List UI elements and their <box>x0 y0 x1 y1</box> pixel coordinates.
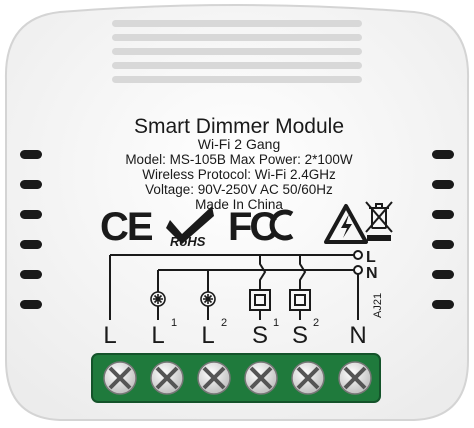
screw-icon <box>197 361 231 395</box>
rohs-text: RoHS <box>170 234 206 249</box>
switch-icon-1 <box>249 289 271 311</box>
terminal-label-l: L <box>103 322 116 349</box>
screw-icon <box>150 361 184 395</box>
terminal-label-n: N <box>349 322 366 349</box>
product-subtitle: Wi-Fi 2 Gang <box>198 136 280 152</box>
product-title: Smart Dimmer Module <box>134 115 344 138</box>
spec-protocol: Wireless Protocol: Wi-Fi 2.4GHz <box>142 167 336 182</box>
fcc-mark: FC <box>228 205 294 249</box>
terminal-sub-l2: 2 <box>221 317 227 329</box>
ce-mark: CE <box>100 205 153 249</box>
input-label-neutral: N <box>366 265 378 282</box>
top-vents <box>112 20 362 83</box>
housing <box>4 4 470 421</box>
left-vents <box>20 150 42 309</box>
screw-icon <box>244 361 278 395</box>
terminal-sub-s1: 1 <box>273 317 279 329</box>
bulb-icon-1 <box>150 291 166 307</box>
right-vents <box>432 150 454 309</box>
screw-icon <box>338 361 372 395</box>
warning-icon <box>324 204 368 244</box>
spec-origin: Made In China <box>195 197 283 212</box>
spec-voltage: Voltage: 90V-250V AC 50/60Hz <box>145 182 333 197</box>
wiring-diagram <box>109 254 359 320</box>
weee-bin-icon <box>365 201 393 241</box>
input-label-live: L <box>366 249 376 266</box>
input-terminals: L N <box>353 249 378 282</box>
bulb-icon-2 <box>200 291 216 307</box>
terminal-sub-s2: 2 <box>313 317 319 329</box>
spec-model: Model: MS-105B Max Power: 2*100W <box>125 152 353 167</box>
side-code: AJ21 <box>372 293 384 318</box>
terminal-labels: L L 1 L 2 S 1 S 2 N <box>103 317 366 349</box>
terminal-label-s2: S <box>292 322 308 349</box>
terminal-screws <box>103 361 372 395</box>
terminal-label-l1: L <box>151 322 164 349</box>
screw-icon <box>291 361 325 395</box>
rohs-mark: RoHS <box>166 206 214 249</box>
terminal-label-l2: L <box>201 322 214 349</box>
screw-icon <box>103 361 137 395</box>
terminal-label-s1: S <box>252 322 268 349</box>
switch-icon-2 <box>289 289 311 311</box>
terminal-sub-l1: 1 <box>171 317 177 329</box>
check-icon <box>166 206 214 244</box>
